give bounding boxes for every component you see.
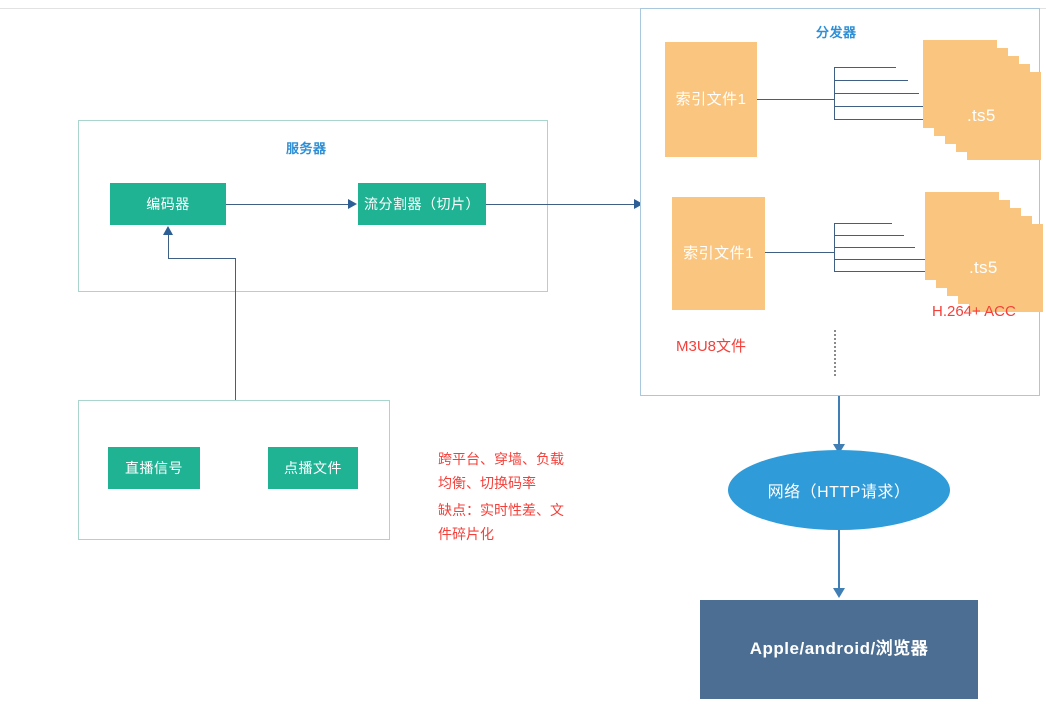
fanout-branch-1-3 <box>834 93 919 94</box>
node-stream-splitter[interactable]: 流分割器（切片） <box>358 183 486 225</box>
ts-card <box>969 224 1043 312</box>
connector-splitter-to-distributor <box>486 204 640 205</box>
fanout-branch-2-5 <box>834 271 937 272</box>
ellipsis-dotted-line <box>834 330 836 376</box>
node-index-file-2[interactable]: 索引文件1 <box>672 197 765 310</box>
label-m3u8-file: M3U8文件 <box>676 338 747 355</box>
connector-source-elbow <box>168 258 236 259</box>
note-disadvantages: 缺点：实时性差、文 件碎片化 <box>438 502 564 542</box>
ts-segment-stack-1: .ts5 <box>923 40 1041 160</box>
page-top-rule <box>0 8 1046 9</box>
node-live-signal[interactable]: 直播信号 <box>108 447 200 489</box>
fanout-branch-1-2 <box>834 80 908 81</box>
arrowhead-distributor-to-network <box>833 444 845 454</box>
fanout-branch-1-5 <box>834 119 939 120</box>
fanout-branch-2-1 <box>834 223 892 224</box>
note-advantages: 跨平台、穿墙、负载 均衡、切换码率 <box>438 451 564 491</box>
ts-segment-stack-2: .ts5 <box>925 192 1043 312</box>
node-encoder[interactable]: 编码器 <box>110 183 226 225</box>
node-network[interactable]: 网络（HTTP请求） <box>728 450 950 530</box>
connector-source-to-encoder <box>168 233 169 259</box>
fanout-branch-1-1 <box>834 67 896 68</box>
distributor-group-title: 分发器 <box>816 25 857 40</box>
arrowhead-network-to-clients <box>833 588 845 598</box>
connector-encoder-to-splitter <box>226 204 348 205</box>
ts-stack-label-2: .ts5 <box>969 258 998 277</box>
fanout-branch-2-4 <box>834 259 926 260</box>
server-group-title: 服务器 <box>286 141 327 156</box>
label-codec: H.264+ ACC <box>932 303 1016 320</box>
ts-card <box>967 72 1041 160</box>
node-clients[interactable]: Apple/android/浏览器 <box>700 600 978 699</box>
fanout-branch-2-2 <box>834 235 904 236</box>
connector-network-to-clients <box>838 530 840 592</box>
connector-index2-to-fanout <box>765 252 835 253</box>
connector-source-riser <box>235 258 236 400</box>
arrowhead-source-to-encoder <box>163 226 173 235</box>
node-index-file-1[interactable]: 索引文件1 <box>665 42 757 157</box>
connector-index1-to-fanout <box>757 99 835 100</box>
ts-stack-label-1: .ts5 <box>967 106 996 125</box>
arrowhead-splitter-to-distributor <box>634 199 643 209</box>
arrowhead-encoder-to-splitter <box>348 199 357 209</box>
node-vod-file[interactable]: 点播文件 <box>268 447 358 489</box>
fanout-branch-1-4 <box>834 106 929 107</box>
connector-distributor-to-network <box>838 396 840 448</box>
fanout-branch-2-3 <box>834 247 915 248</box>
